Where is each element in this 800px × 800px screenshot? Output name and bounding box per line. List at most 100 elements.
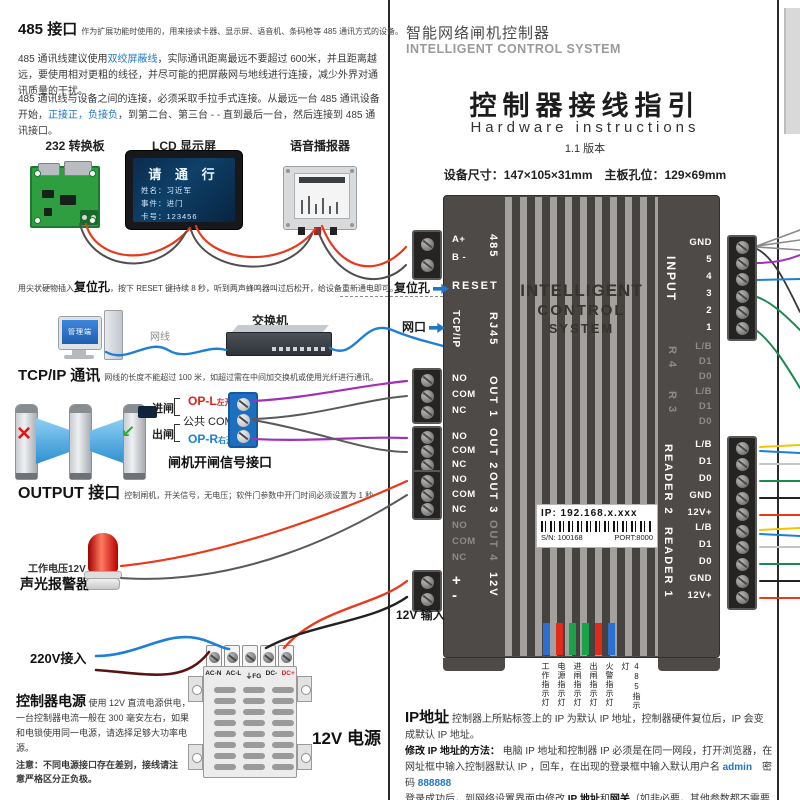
- chip: [44, 208, 52, 216]
- pin-input-gnd: GND: [689, 237, 712, 248]
- op-l: OP-L: [188, 394, 217, 408]
- entry-arrow-icon: ↙: [121, 422, 136, 441]
- terminal-screw: [735, 441, 749, 455]
- mount-hole: [34, 217, 41, 224]
- terminal-screw: [735, 273, 749, 287]
- terminal-screw: [420, 430, 434, 444]
- reset-dashed-line: [340, 296, 443, 297]
- arrow-right-icon: [429, 322, 446, 333]
- edge-panel: [784, 8, 800, 134]
- port-rj45: RJ45: [487, 312, 499, 347]
- terminal-screw: [735, 557, 749, 571]
- lcd-card: 卡号：123456: [141, 212, 198, 221]
- psu-title: 控制器电源: [16, 693, 86, 709]
- grille-slot: [214, 687, 236, 693]
- led-indicator: [569, 623, 576, 655]
- port-reader2: READER 2: [662, 444, 674, 516]
- terminal-screw: [735, 574, 749, 588]
- db9-connector: [64, 161, 92, 176]
- ip-p1: 控制器上所贴标签上的 IP 为默认 IP 地址，控制器硬件复位后，IP 会变成默…: [405, 714, 764, 741]
- specs: 设备尺寸：147×105×31mm 主板孔位：129×69mm: [443, 168, 727, 182]
- terminal-screw: [420, 458, 434, 472]
- terminal-screw: [735, 591, 749, 605]
- pin-out4-nc: NC: [452, 552, 467, 563]
- psu-terminal-labels: AC-N AC-L ⏚FG DC- DC+: [203, 670, 297, 680]
- grille-slot: [272, 709, 294, 715]
- terminal-screw: [735, 508, 749, 522]
- sec485-paragraph-1: 485 通讯线建议使用双绞屏蔽线，实际通讯距离最远不要超过 600米，并且距离越…: [18, 52, 380, 100]
- grille-slot: [214, 720, 236, 726]
- grille-slot: [272, 720, 294, 726]
- turnstile-graphic: × ↙: [15, 400, 160, 484]
- p2-pre: 485 通讯线与设备之间的连接，必须采取手拉手式连接。从最远一台 485 通讯设…: [18, 94, 380, 121]
- output-title: OUTPUT 接口: [18, 485, 121, 502]
- p2-post: ，到第二台、第三台 - - 直到最后一台，然后连接到 485 通讯接口。: [18, 110, 376, 137]
- ip-password: 888888: [417, 778, 452, 789]
- ip-title: IP地址: [405, 709, 450, 726]
- terminal-screw: [208, 651, 220, 663]
- wire-gate-signals: [251, 379, 409, 453]
- reset-post: ，按下 RESET 键持续 8 秒，听到两声蜂鸣器叫过后松开，给设备重新通电即可…: [110, 284, 398, 293]
- port-485: 485: [487, 234, 499, 259]
- pin-a-plus: A+: [452, 234, 466, 245]
- grille-slot: [272, 764, 294, 770]
- brand-line1: INTELLIGENT: [520, 281, 643, 300]
- grille-slot: [214, 742, 236, 748]
- ip-p3-mid: 和: [599, 794, 610, 800]
- speaker-eq: [301, 192, 338, 214]
- lcd-event: 事件：进门: [141, 199, 184, 208]
- pin-out3-com: COM: [452, 489, 476, 500]
- psu-section: 控制器电源 使用 12V 直流电源供电，一台控制器电流一般在 300 毫安左右，…: [16, 694, 194, 756]
- lcd-screen: 请 通 行 姓名：习近军 事件：进门 卡号：123456: [133, 158, 235, 222]
- version: 1.1 版本: [564, 143, 606, 155]
- alarm-beacon-base: [86, 578, 120, 590]
- pin-12v-plus: +: [452, 572, 462, 589]
- grille-slot: [214, 764, 236, 770]
- reset-note: 用尖状硬物插入复位孔，按下 RESET 键持续 8 秒，听到两声蜂鸣器叫过后松开…: [18, 279, 398, 297]
- wire-reader1-bundle: [759, 527, 800, 599]
- op-l-label: OP-L左开: [188, 394, 233, 408]
- pin-input-1: 1: [706, 322, 712, 333]
- pin-out4-no: NO: [452, 520, 468, 531]
- led-label: 进闸指示灯: [573, 662, 582, 707]
- converter-label: 232 转换板: [45, 139, 105, 153]
- network-switch: [226, 332, 332, 356]
- psu-label-acl: AC-L: [225, 670, 242, 677]
- grille-slot: [214, 698, 236, 704]
- pin-input-2: 2: [706, 305, 712, 316]
- grille-slot: [243, 687, 265, 693]
- monitor-stand: [72, 350, 86, 355]
- terminal-screw: [420, 389, 434, 403]
- terminal-screw: [262, 651, 274, 663]
- grille-slot: [214, 709, 236, 715]
- pin-r3-lb: L/B: [695, 386, 712, 397]
- pin-tcpip: TCP/IP: [450, 310, 461, 349]
- grille-slot: [272, 698, 294, 704]
- pin-r3-d0: D0: [698, 416, 712, 427]
- led-label: 电源指示灯: [557, 662, 566, 707]
- pin-out1-no: NO: [452, 373, 468, 384]
- reset-strong: 复位孔: [74, 280, 111, 294]
- terminal-screw: [735, 289, 749, 303]
- pin-rd1-lb: L/B: [695, 522, 712, 533]
- led-indicator: [582, 623, 589, 655]
- pin-reset: RESET: [452, 280, 499, 292]
- psu-terminal-dcm: [260, 645, 276, 669]
- pin-out1-com: COM: [452, 389, 476, 400]
- fold-line-left: [388, 0, 390, 800]
- p1-highlight: 双绞屏蔽线: [107, 54, 158, 65]
- board-foot: [658, 658, 720, 671]
- reset-pre: 用尖状硬物插入: [18, 284, 74, 293]
- terminal-screw: [420, 259, 434, 272]
- port-out4: OUT 4: [487, 520, 499, 563]
- turnstile-post: [123, 404, 146, 480]
- pin-out2-no: NO: [452, 431, 468, 442]
- psu-grille: [214, 687, 294, 770]
- p2-highlight: 正接正，负接负: [48, 110, 118, 121]
- ip-p3-b2: 网关: [609, 794, 630, 800]
- wire-input-bundle: [756, 229, 800, 389]
- grille-slot: [243, 709, 265, 715]
- header-en: INTELLIGENT CONTROL SYSTEM: [406, 42, 621, 56]
- psu-desc: 使用 12V 直流电源供电，一台控制器电流一般在 300 毫安左右，如果和电锁使…: [16, 698, 191, 753]
